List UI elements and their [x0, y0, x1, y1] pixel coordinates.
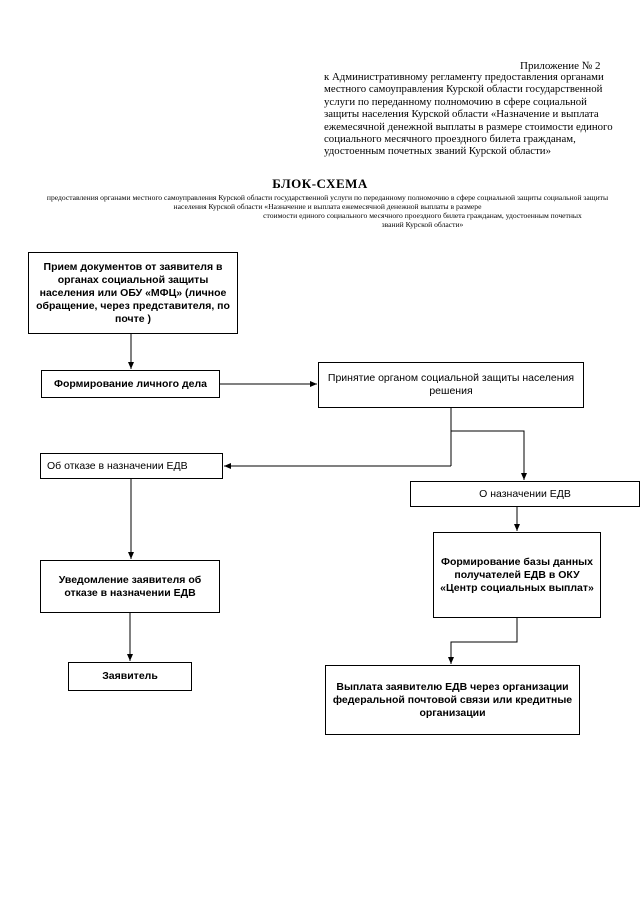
box-applicant-label: Заявитель — [102, 670, 158, 682]
box-payment-label: Выплата заявителю ЕДВ через организации … — [332, 680, 573, 719]
box-assignment: О назначении ЕДВ — [410, 481, 640, 507]
box-refusal-label: Об отказе в назначении ЕДВ — [47, 459, 188, 472]
page-title: БЛОК-СХЕМА — [272, 176, 368, 191]
box-notify-refusal-label: Уведомление заявителя об отказе в назнач… — [58, 573, 202, 599]
box-applicant: Заявитель — [68, 662, 192, 691]
box-personal-file: Формирование личного дела — [41, 370, 220, 398]
box-notify-refusal: Уведомление заявителя об отказе в назнач… — [40, 560, 220, 613]
box-decision-label: Принятие органом социальной защиты насел… — [327, 372, 575, 397]
subtitle-line-2: стоимости единого социального месячного … — [263, 211, 582, 229]
box-database-label: Формирование базы данных получателей ЕДВ… — [440, 555, 594, 594]
appendix-reference: к Административному регламенту предостав… — [324, 71, 613, 158]
box-decision: Принятие органом социальной защиты насел… — [318, 362, 584, 408]
box-receive-documents-label: Прием документов от заявителя в органах … — [36, 260, 230, 325]
box-refusal: Об отказе в назначении ЕДВ — [40, 453, 223, 479]
arrow-decision-to-assignment — [451, 430, 527, 480]
box-personal-file-label: Формирование личного дела — [54, 377, 207, 390]
box-assignment-label: О назначении ЕДВ — [479, 487, 571, 500]
arrow-database-to-payment — [448, 618, 518, 664]
box-receive-documents: Прием документов от заявителя в органах … — [28, 252, 238, 334]
box-database: Формирование базы данных получателей ЕДВ… — [433, 532, 601, 618]
subtitle-line-1: предоставления органами местного самоупр… — [46, 193, 609, 211]
box-payment: Выплата заявителю ЕДВ через организации … — [325, 665, 580, 735]
appendix-number: Приложение № 2 — [520, 60, 601, 72]
